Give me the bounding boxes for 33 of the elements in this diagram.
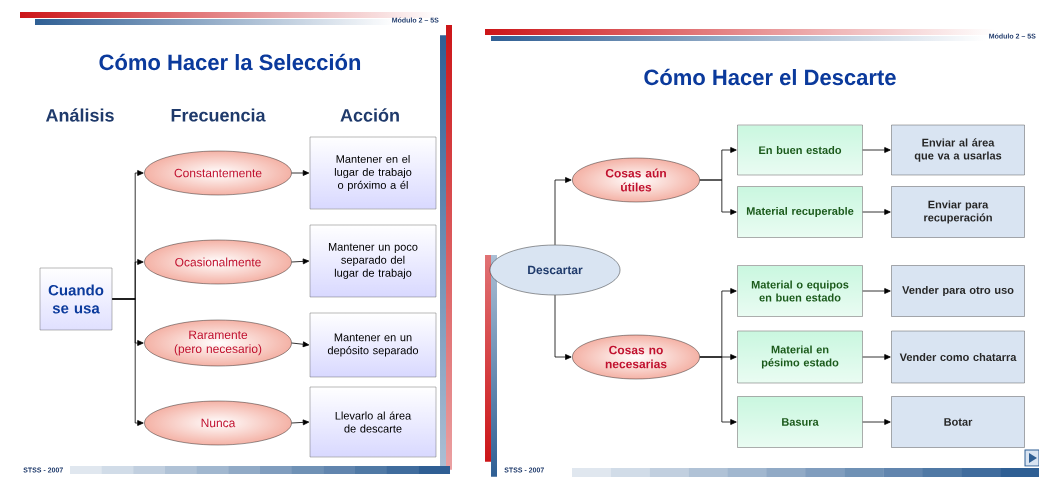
condition-box: Material en pésimo estado xyxy=(737,330,863,384)
action-box: Mantener un poco separado del lugar de trabajo xyxy=(309,224,437,298)
arrow xyxy=(862,147,891,153)
arrow xyxy=(862,419,891,425)
arrow xyxy=(862,288,891,294)
arrow xyxy=(291,258,310,265)
action-box: Enviar al área que va a usarlas xyxy=(891,124,1025,176)
condition-box: Material recuperable xyxy=(737,186,863,238)
slide-title: Cómo Hacer el Descarte xyxy=(644,68,896,86)
condition-box: En buen estado xyxy=(737,124,863,176)
condition-box: Material o equipos en buen estado xyxy=(737,265,863,317)
arrow xyxy=(862,354,891,360)
action-box: Vender para otro uso xyxy=(891,265,1025,317)
action-box: Enviar para recuperación xyxy=(891,186,1025,238)
column-heading: Frecuencia xyxy=(171,108,266,122)
action-box: Llevarlo al área de descarte xyxy=(309,386,437,458)
action-box: Mantener en un depósito separado xyxy=(309,312,437,378)
column-heading: Análisis xyxy=(45,108,114,122)
slide-title: Cómo Hacer la Selección xyxy=(99,53,361,71)
arrow xyxy=(291,170,310,176)
action-box: Botar xyxy=(891,396,1025,448)
arrow xyxy=(291,341,310,348)
arrow xyxy=(554,294,572,360)
process-box: Cuando se usa xyxy=(39,267,113,331)
arrow xyxy=(111,298,144,426)
arrow xyxy=(862,209,891,215)
action-box: Mantener en el lugar de trabajo o próximo a él xyxy=(309,136,437,210)
condition-box: Basura xyxy=(737,396,863,448)
arrow xyxy=(699,179,737,215)
arrow xyxy=(291,419,310,426)
arrow xyxy=(554,177,572,246)
action-box: Vender como chatarra xyxy=(891,330,1025,384)
arrow xyxy=(699,356,737,425)
